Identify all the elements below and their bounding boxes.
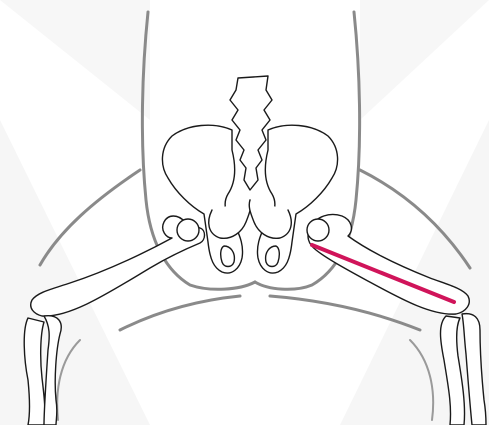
anatomy-svg <box>0 0 489 425</box>
anatomy-diagram <box>0 0 489 425</box>
